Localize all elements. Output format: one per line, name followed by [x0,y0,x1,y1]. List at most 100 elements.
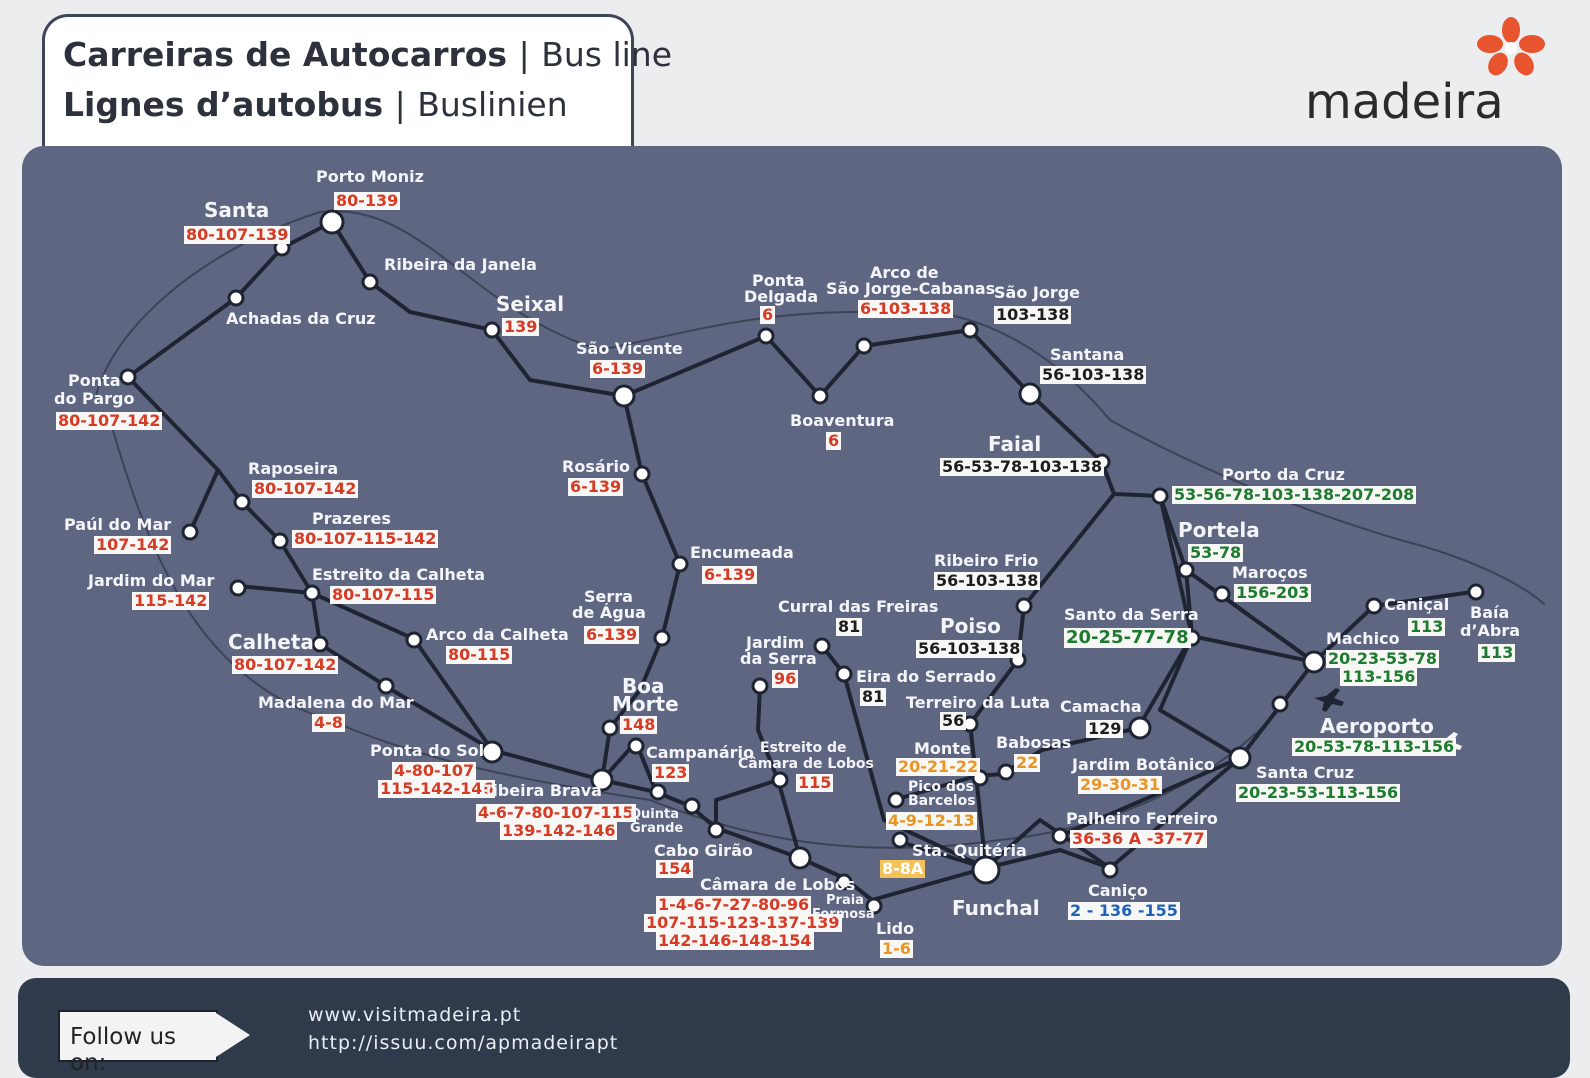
routes-badge: 107-115-123-137-139 [644,913,842,932]
flower-icon [1477,17,1545,76]
station-label: Serra [584,587,633,606]
stop-ribeira-janela[interactable] [361,273,379,291]
stop-arco-calheta[interactable] [405,631,423,649]
stop-funchal[interactable] [971,855,1001,885]
line-jardim-serra [756,684,780,782]
station-label: Camacha [1060,697,1142,716]
station-label: Eira do Serrado [856,667,997,686]
stop-estreito-calheta[interactable] [303,584,321,602]
stop-achadas[interactable] [227,289,245,307]
stop-porto-moniz[interactable] [319,209,345,235]
stop-ponta-sol[interactable] [480,740,504,764]
stop-sta-quiteria[interactable] [891,831,909,849]
stop-lido[interactable] [865,897,883,915]
stop-sao-vicente[interactable] [612,384,636,408]
stop-jardim-mar[interactable] [229,579,247,597]
station-label: Pico dos [908,779,974,795]
stop-arco-sao-jorge[interactable] [855,337,873,355]
station-label: Santa [204,198,270,222]
stop-prazeres[interactable] [271,532,289,550]
stop-santana[interactable] [1018,382,1042,406]
station-label: Porto Moniz [316,167,424,186]
stop-campanario[interactable] [627,737,645,755]
stop-encumeada[interactable] [671,555,689,573]
station-label: Delgada [744,287,819,306]
routes-badge: 20-21-22 [896,757,981,776]
station-label: Formosa [812,907,875,922]
stop-aeroporto[interactable] [1271,695,1289,713]
stop-cabo-girao-junction[interactable] [683,797,701,815]
stop-canico[interactable] [1101,861,1119,879]
stop-babosas[interactable] [997,763,1015,781]
routes-badge: 81 [860,687,887,706]
stop-boa-morte[interactable] [601,719,619,737]
stop-calheta[interactable] [311,635,329,653]
routes-badge: 139-142-146 [500,821,618,840]
stop-ponta-delgada[interactable] [757,327,775,345]
stop-porto-cruz[interactable] [1151,487,1169,505]
station-label: Madalena do Mar [258,693,414,712]
station-label: Curral das Freiras [778,597,939,616]
line-pargo-moniz [126,220,334,379]
stop-raposeira[interactable] [233,493,251,511]
stop-ribeira-brava[interactable] [590,768,614,792]
stop-curral[interactable] [813,637,831,655]
stop-pico-barcelos[interactable] [887,791,905,809]
stop-madalena[interactable] [377,677,395,695]
station-label: da Serra [740,649,817,668]
routes-badge: 115-142 [132,591,210,610]
stop-jardim-serra[interactable] [751,677,769,695]
stop-marocos[interactable] [1213,585,1231,603]
station-label: Santo da Serra [1064,605,1199,624]
stop-baia-abra[interactable] [1467,583,1485,601]
stop-portela[interactable] [1177,561,1195,579]
line-estreito [714,778,802,860]
station-label: Grande [630,821,684,836]
stop-palheiro[interactable] [1051,827,1069,845]
stop-cabo-girao[interactable] [707,821,725,839]
stop-eira-serrado[interactable] [835,665,853,683]
routes-badge: 56-103-138 [1040,365,1147,384]
stop-serra-agua[interactable] [653,629,671,647]
stop-boaventura[interactable] [811,387,829,405]
routes-badge: 148 [620,715,658,734]
stop-sao-jorge[interactable] [961,321,979,339]
station-label: do Pargo [54,389,135,408]
station-label: Caniçal [1384,595,1450,614]
routes-badge: 22 [1014,753,1041,772]
stop-camacha[interactable] [1128,716,1152,740]
stop-canical[interactable] [1365,597,1383,615]
stop-seixal[interactable] [483,321,501,339]
routes-badge: 6-139 [584,625,640,644]
stop-estreito-camara[interactable] [771,771,789,789]
routes-badge: 96 [772,669,799,688]
stop-paul-mar[interactable] [181,523,199,541]
station-label: Achadas da Cruz [226,309,376,328]
stop-quinta-grande[interactable] [649,783,667,801]
issuu-link[interactable]: http://issuu.com/apmadeirapt [308,1032,619,1054]
routes-badge: 113-156 [1340,667,1418,686]
website-link[interactable]: www.visitmadeira.pt [308,1004,522,1026]
routes-badge: 6 [826,431,842,450]
stop-santa-cruz[interactable] [1228,746,1252,770]
line-paul [188,468,220,534]
stop-rosario[interactable] [633,465,651,483]
station-label: Ribeira da Janela [384,255,537,274]
routes-badge: 20-25-77-78 [1064,627,1191,648]
brand-wordmark: madeira [1305,74,1504,130]
stop-camara-lobos[interactable] [788,846,812,870]
routes-badge: 6-139 [590,359,646,378]
stop-machico[interactable] [1302,650,1326,674]
stop-ribeiro-frio[interactable] [1015,597,1033,615]
routes-badge: 20-23-53-113-156 [1236,783,1401,802]
line-santo-serra [1158,634,1242,760]
footer-bar [18,978,1570,1078]
station-label: Estreito da Calheta [312,565,486,584]
line-jardim-arco [236,584,494,752]
station-label: Santana [1050,345,1125,364]
station-label: Lido [876,919,915,938]
stop-ponta-pargo[interactable] [119,368,137,386]
stop-praia-formosa[interactable] [835,873,853,891]
station-label: Cabo Girão [654,841,753,860]
